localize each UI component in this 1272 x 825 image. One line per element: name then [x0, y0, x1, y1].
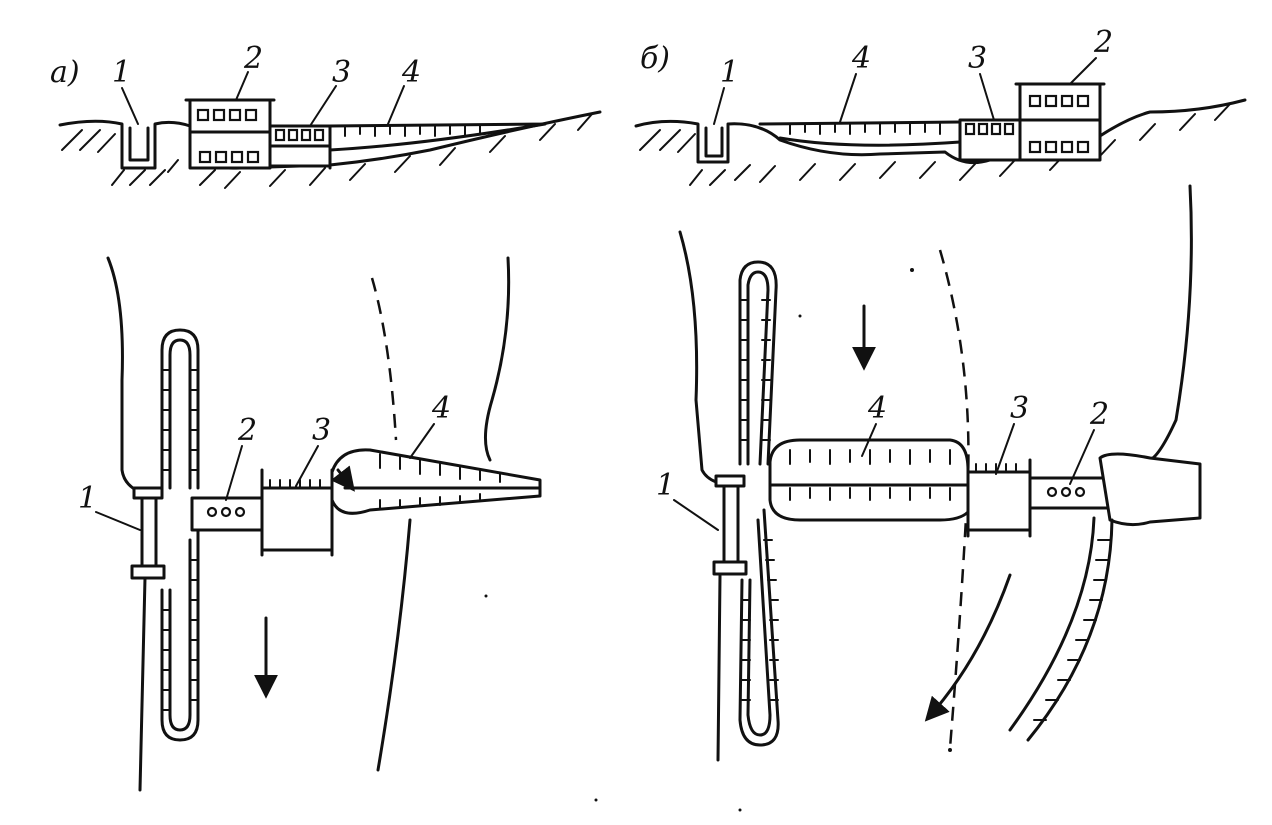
left-bank-lower-b [716, 574, 722, 762]
derivation-canal-plan-a [130, 486, 166, 580]
derivation-canal-b [704, 126, 724, 158]
plan-b-label-1: 1 [656, 468, 675, 503]
flow-arrow-b-lower [924, 573, 1012, 722]
ground-hatching-a [61, 113, 593, 189]
derivation-canal-a [128, 126, 150, 162]
left-bank-b [678, 230, 718, 484]
plan-a-label-4: 4 [431, 391, 451, 426]
ground-hatching-b [639, 103, 1231, 186]
profile-b-label-2: 2 [1093, 25, 1113, 60]
profile-a-label-4: 4 [401, 55, 421, 90]
left-bank-lower-a [138, 576, 147, 792]
reservoir-profile-b [758, 120, 962, 147]
profile-b-label-4: 4 [851, 41, 871, 76]
profile-a-label-1: 1 [112, 55, 131, 90]
powerhouse-windows-a [196, 108, 260, 164]
panel-b-letter: б) [640, 41, 670, 76]
reservoir-plan-a [330, 448, 542, 515]
profile-b-label-3: 3 [968, 41, 987, 76]
plan-a-label-3: 3 [312, 413, 331, 448]
tailrace-b [1008, 516, 1114, 742]
plan-b-label-4: 4 [867, 391, 887, 426]
spillway-plan-a [260, 486, 334, 552]
plan-a-label-2: 2 [237, 413, 257, 448]
reservoir-profile-a [328, 122, 547, 152]
plan-b-label-3: 3 [1010, 391, 1029, 426]
panel-a-letter: а) [50, 55, 80, 90]
ground-line-b [634, 98, 1247, 165]
headrace-plan-b [1098, 452, 1202, 527]
left-bank-a [106, 256, 142, 494]
scan-specks [484, 268, 952, 812]
powerhouse-windows-b [1028, 94, 1090, 154]
right-bank-lower-a [376, 518, 412, 772]
profile-a-label-2: 2 [243, 41, 263, 76]
panel-a-profile: а) 1 2 3 4 [50, 41, 602, 189]
right-bank-a [484, 256, 511, 462]
panel-a-plan: 1 2 3 4 [78, 256, 542, 792]
reservoir-boundary-a [370, 277, 398, 441]
plan-b-label-2: 2 [1089, 397, 1109, 432]
right-bank-b [1148, 184, 1193, 462]
profile-a-label-3: 3 [332, 55, 351, 90]
profile-b-label-1: 1 [720, 55, 739, 90]
spillway-plan-b [966, 470, 1032, 532]
plan-a-label-1: 1 [78, 481, 97, 516]
derivation-canal-plan-b [712, 474, 748, 576]
panel-b-plan: 1 4 3 2 [656, 184, 1202, 762]
bypass-loop-a [160, 328, 200, 742]
panel-b-profile: б) 1 4 3 2 [634, 25, 1247, 186]
bypass-loop-b [738, 260, 780, 747]
